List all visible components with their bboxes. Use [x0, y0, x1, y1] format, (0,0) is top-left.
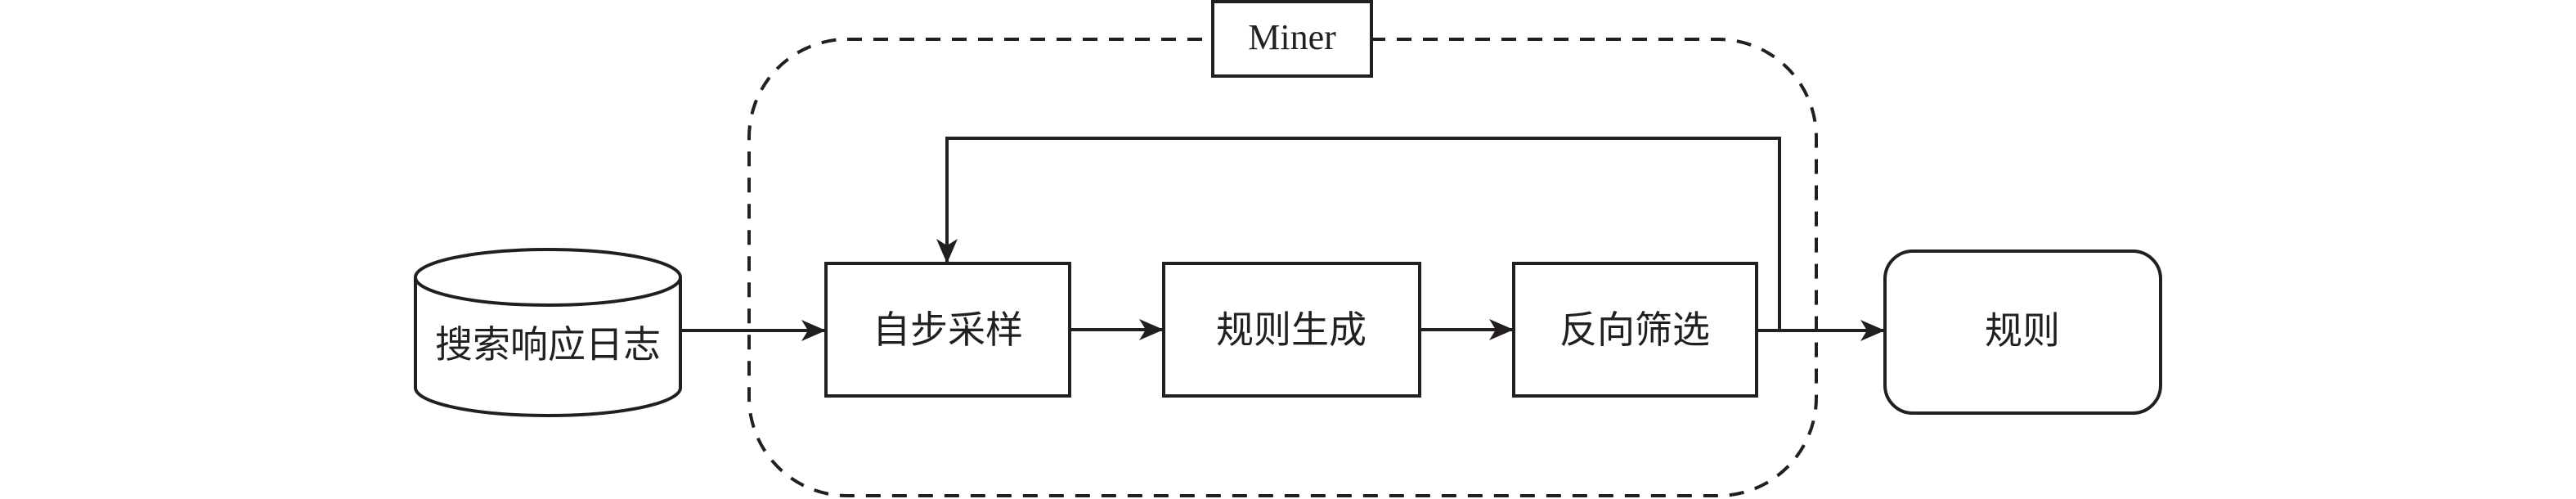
arrow-feedback-loop — [936, 137, 1781, 330]
step-label: 规则生成 — [1216, 308, 1367, 352]
step-label: 自步采样 — [873, 308, 1023, 352]
output-rules: 规则 — [1883, 250, 2162, 415]
miner-label-box: Miner — [1211, 0, 1373, 78]
search-log-database: 搜索响应日志 — [414, 248, 682, 417]
output-label: 规则 — [1985, 308, 2060, 353]
step-reverse-filtering: 反向筛选 — [1512, 262, 1758, 398]
miner-container — [747, 38, 1818, 497]
step-self-paced-sampling: 自步采样 — [824, 262, 1071, 398]
step-rule-generation: 规则生成 — [1162, 262, 1421, 398]
step-label: 反向筛选 — [1560, 308, 1710, 352]
miner-label: Miner — [1248, 17, 1336, 57]
search-log-label: 搜索响应日志 — [435, 322, 661, 366]
